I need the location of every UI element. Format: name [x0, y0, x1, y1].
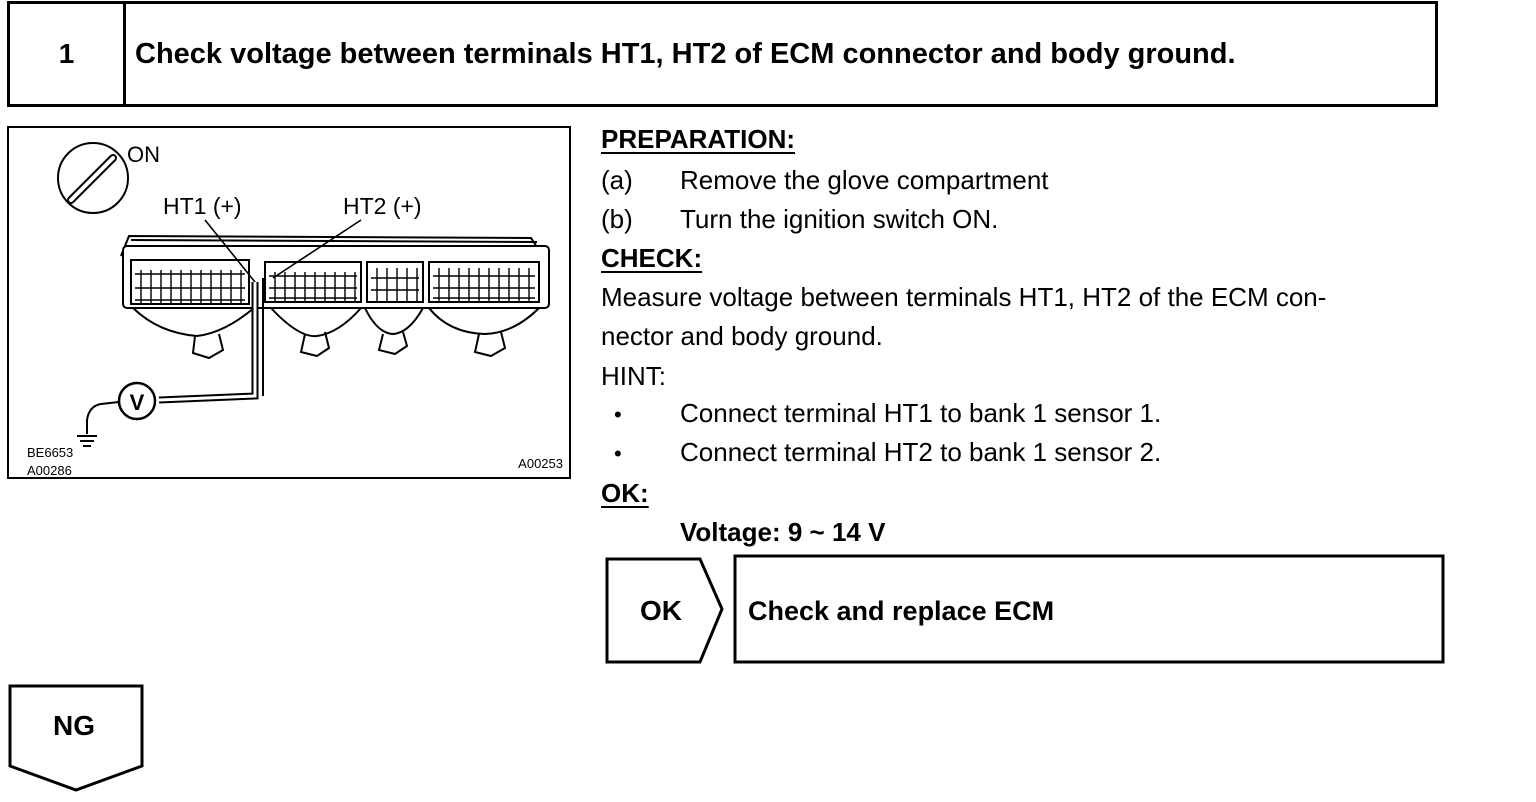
- wire-harness: [132, 307, 540, 360]
- hint-item-text: Connect terminal HT2 to bank 1 sensor 2.: [680, 437, 1162, 467]
- connector-pins: [135, 268, 535, 304]
- ignition-switch-icon: [57, 142, 129, 214]
- voltmeter-symbol: V: [130, 390, 145, 415]
- prep-item-text: Remove the glove compartment: [680, 165, 1049, 195]
- figure-ref-code: A00253: [518, 456, 563, 471]
- ok-branch: OK Check and replace ECM: [605, 554, 1445, 664]
- prep-item-marker: (b): [601, 204, 633, 234]
- figure-ref-code: A00286: [27, 463, 72, 477]
- hint-heading: HINT:: [601, 361, 666, 391]
- ok-branch-action: Check and replace ECM: [748, 596, 1054, 626]
- hint-item-text: Connect terminal HT1 to bank 1 sensor 1.: [680, 398, 1162, 428]
- ecm-connector-illustration: ON HT1 (+) HT2 (+): [7, 126, 571, 479]
- ecm-diagram: ON HT1 (+) HT2 (+): [27, 142, 563, 477]
- ok-branch-label: OK: [640, 595, 682, 626]
- step-title: Check voltage between terminals HT1, HT2…: [135, 37, 1236, 70]
- ht1-probe-label: HT1 (+): [163, 193, 242, 219]
- switch-label: ON: [127, 142, 160, 167]
- check-heading: CHECK:: [601, 243, 703, 273]
- check-text-line: Measure voltage between terminals HT1, H…: [601, 282, 1327, 312]
- ng-arrow-icon: [8, 684, 144, 792]
- probe-leads: [158, 219, 362, 404]
- ok-heading: OK:: [601, 478, 649, 508]
- ground-symbol-icon: [77, 401, 120, 447]
- preparation-heading: PREPARATION:: [601, 124, 796, 154]
- hint-bullet: •: [614, 441, 622, 466]
- ht2-probe-label: HT2 (+): [343, 193, 422, 219]
- prep-item-marker: (a): [601, 165, 633, 195]
- check-text-line: nector and body ground.: [601, 321, 883, 351]
- voltmeter-icon: V: [117, 381, 157, 421]
- ecm-body: [120, 234, 550, 309]
- hint-bullet: •: [614, 402, 622, 427]
- prep-item-text: Turn the ignition switch ON.: [680, 204, 999, 234]
- figure-ref-code: BE6653: [27, 445, 73, 460]
- step-number: 1: [10, 4, 126, 104]
- ok-arrow-icon: [605, 557, 724, 664]
- ok-action-box: [733, 554, 1445, 664]
- ng-branch: NG: [8, 684, 144, 792]
- ng-branch-label: NG: [53, 710, 95, 741]
- ok-spec-voltage: Voltage: 9 ~ 14 V: [680, 517, 886, 547]
- step-header: 1 Check voltage between terminals HT1, H…: [7, 1, 1438, 107]
